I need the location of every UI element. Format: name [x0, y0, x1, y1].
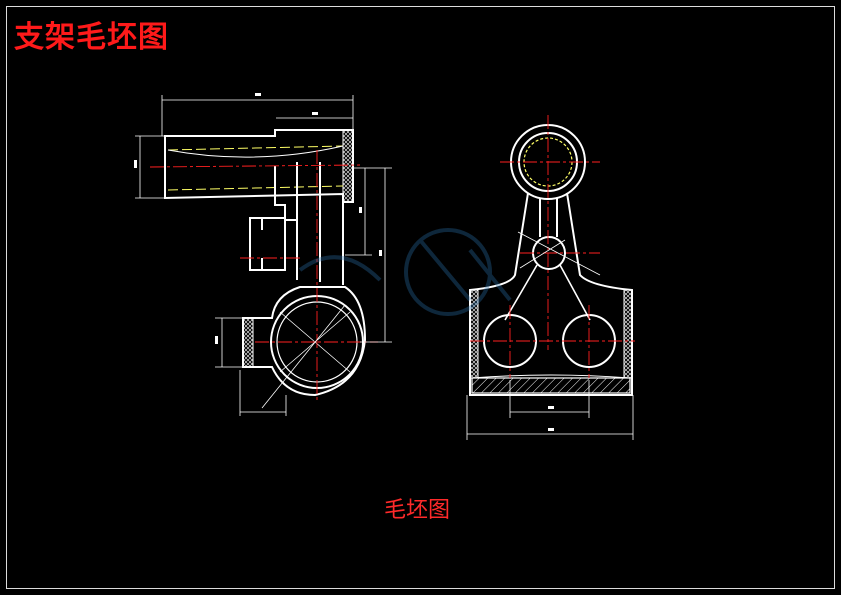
front-view-centerlines: [470, 115, 635, 378]
side-view-centerlines: [149, 150, 378, 400]
front-arm: [469, 192, 633, 396]
side-boss: [249, 217, 286, 271]
drawing-border: [6, 6, 835, 589]
lower-housing: [242, 286, 367, 397]
side-view: [164, 129, 367, 397]
drawing-caption: 毛坯图: [384, 498, 451, 523]
side-view-dimensions: [135, 95, 392, 416]
front-view: [469, 124, 633, 396]
drawing-title: 支架毛坯图: [14, 20, 169, 55]
watermark: [298, 228, 512, 316]
base-hatch: [471, 377, 631, 394]
sleeve-hatch: [342, 129, 354, 203]
front-view-dimensions: [466, 231, 634, 440]
